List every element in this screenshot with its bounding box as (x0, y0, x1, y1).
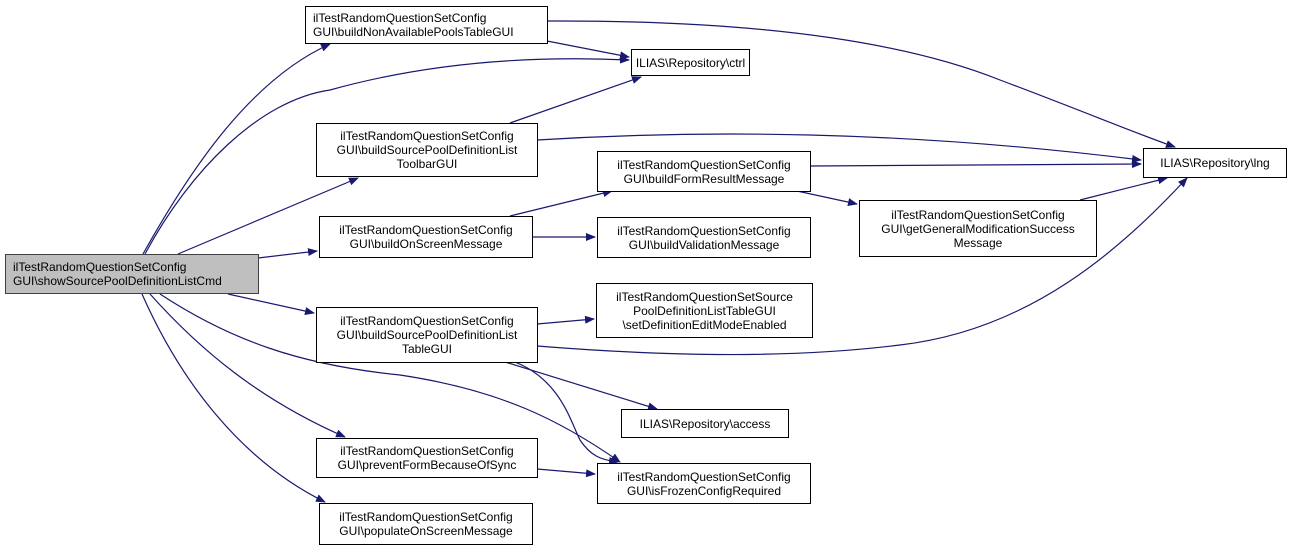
edge-root-onscreen (257, 248, 318, 259)
node-label: ilTestRandomQuestionSetConfig GUI\buildS… (336, 314, 518, 356)
edge-root-prevent (149, 293, 346, 438)
node-populate-on-screen-message[interactable]: ilTestRandomQuestionSetConfig GUI\popula… (319, 503, 533, 545)
node-build-source-pool-definition-list-table-gui[interactable]: ilTestRandomQuestionSetConfig GUI\buildS… (316, 307, 538, 363)
edge-tablegui-editmode (536, 315, 595, 325)
node-label: ilTestRandomQuestionSetConfig GUI\buildF… (617, 157, 791, 186)
node-label: ilTestRandomQuestionSetConfig GUI\buildS… (336, 129, 518, 171)
edge-formresult-genmod (796, 190, 858, 207)
edge-root-populate (141, 293, 326, 503)
edge-prevent-frozen (536, 468, 596, 478)
edge-tablegui-lng (536, 177, 1188, 356)
node-repository-access[interactable]: ILIAS\Repository\access (621, 409, 789, 438)
edge-toolbar-lng (536, 133, 1142, 163)
edge-root-frozen (159, 293, 621, 463)
edge-root-ctrl (144, 55, 630, 255)
node-label: ilTestRandomQuestionSetConfig GUI\showSo… (13, 260, 222, 288)
edge-nonavail-ctrl (546, 40, 630, 60)
edge-root-toolbar (177, 177, 359, 255)
node-label: ilTestRandomQuestionSetConfig GUI\buildN… (313, 11, 514, 39)
node-label: ILIAS\Repository\access (639, 416, 771, 431)
node-label: ilTestRandomQuestionSetSource PoolDefini… (616, 289, 793, 332)
edge-root-nonavail (142, 43, 331, 255)
node-repository-ctrl[interactable]: ILIAS\Repository\ctrl (631, 49, 750, 76)
node-build-form-result-message[interactable]: ilTestRandomQuestionSetConfig GUI\buildF… (597, 151, 811, 192)
edge-onscreen-formresult (509, 189, 613, 217)
node-build-source-pool-definition-list-toolbar-gui[interactable]: ilTestRandomQuestionSetConfig GUI\buildS… (316, 123, 538, 177)
node-is-frozen-config-required[interactable]: ilTestRandomQuestionSetConfig GUI\isFroz… (597, 463, 811, 504)
node-repository-lng[interactable]: ILIAS\Repository\lng (1143, 148, 1287, 178)
node-build-on-screen-message[interactable]: ilTestRandomQuestionSetConfig GUI\buildO… (319, 216, 533, 258)
edge-root-tablegui (227, 293, 315, 315)
node-root-show-source-pool-definition-list-cmd[interactable]: ilTestRandomQuestionSetConfig GUI\showSo… (5, 254, 259, 294)
edge-toolbar-ctrl (509, 76, 642, 124)
node-label: ilTestRandomQuestionSetConfig GUI\preven… (337, 444, 517, 472)
node-label: ILIAS\Repository\lng (1160, 156, 1270, 170)
edge-formresult-lng (809, 160, 1142, 169)
edge-nonavail-lng (546, 20, 1176, 148)
node-build-validation-message[interactable]: ilTestRandomQuestionSetConfig GUI\buildV… (597, 217, 811, 258)
node-get-general-modification-success-message[interactable]: ilTestRandomQuestionSetConfig GUI\getGen… (859, 200, 1097, 257)
node-set-definition-edit-mode-enabled[interactable]: ilTestRandomQuestionSetSource PoolDefini… (596, 283, 813, 338)
edge-genmod-lng (1079, 176, 1168, 201)
node-label: ilTestRandomQuestionSetConfig GUI\isFroz… (617, 469, 791, 498)
node-prevent-form-because-of-sync[interactable]: ilTestRandomQuestionSetConfig GUI\preven… (316, 438, 538, 478)
node-build-non-available-pools-table-gui[interactable]: ilTestRandomQuestionSetConfig GUI\buildN… (305, 6, 548, 44)
node-label: ilTestRandomQuestionSetConfig GUI\buildO… (339, 223, 513, 251)
node-label: ilTestRandomQuestionSetConfig GUI\popula… (339, 510, 513, 538)
node-label: ILIAS\Repository\ctrl (635, 55, 746, 70)
node-label: ilTestRandomQuestionSetConfig GUI\getGen… (881, 207, 1075, 250)
node-label: ilTestRandomQuestionSetConfig GUI\buildV… (617, 223, 791, 252)
edge-tablegui-access (504, 361, 658, 411)
edge-tablegui-frozen (514, 361, 619, 465)
